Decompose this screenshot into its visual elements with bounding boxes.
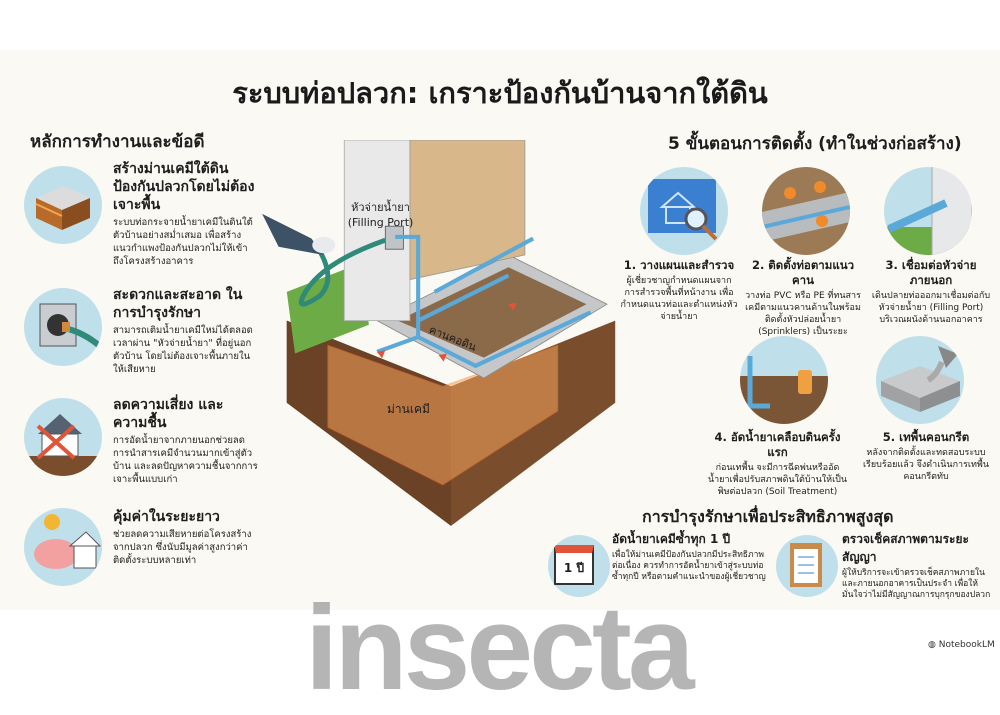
concrete-pour-icon: [876, 336, 964, 424]
benefit-title: คุ้มค่าในระยะยาว: [113, 509, 220, 525]
soil-layer-icon: [24, 166, 102, 244]
hose: [298, 237, 387, 307]
benefit-title: ลดความเสี่ยง และความชื้น: [113, 397, 224, 431]
notebooklm-logo-icon: ◍: [928, 640, 939, 650]
calendar-syringe-icon: 1 ปี: [548, 535, 610, 597]
step-title: 3. เชื่อมต่อหัวจ่ายภายนอก: [885, 258, 977, 287]
barrier-label: ม่านเคมี: [387, 402, 430, 416]
filling-port-label-text: หัวจ่ายน้ำยา: [351, 201, 410, 214]
benefit-text: ระบบท่อกระจายน้ำยาเคมีในดินใต้ตัวบ้านอย่…: [113, 217, 253, 267]
pipe-network: [376, 234, 592, 369]
spray-icon: [740, 336, 828, 424]
step-text: ก่อนเทพื้น จะมีการฉีดพ่นหรืออัดน้ำยาเพื่…: [707, 463, 848, 497]
maintenance-heading: การบำรุงรักษาเพื่อประสิทธิภาพสูงสุด: [642, 507, 894, 526]
piggy-bank-icon: [24, 508, 102, 586]
step-text: วางท่อ PVC หรือ PE ที่ทนสารเคมีตามแนวคาน…: [745, 291, 861, 337]
chemical-barrier: [327, 344, 559, 486]
step-title: 2. ติดตั้งท่อตามแนวคาน: [751, 258, 855, 287]
step-title: 5. เทพื้นคอนกรีต: [882, 430, 970, 444]
calendar-label: 1 ปี: [554, 545, 594, 585]
step-text: หลังจากติดตั้งและทดสอบระบบเรียบร้อยแล้ว …: [862, 448, 990, 482]
watermark: insecta: [305, 581, 695, 715]
benefit-title: สะดวกและสะอาด ในการบำรุงรักษา: [113, 287, 243, 321]
benefit-text: สามารถเติมน้ำยาเคมีใหม่ได้ตลอดเวลาผ่าน "…: [113, 325, 253, 375]
filling-port-icon: [24, 288, 102, 366]
termite-pipe-diagram: [262, 140, 616, 526]
filling-port-label-sub: (Filling Port): [347, 216, 414, 229]
blueprint-icon: [640, 167, 728, 255]
benefit-title: สร้างม่านเคมีใต้ดิน ป้องกันปลวกโดยไม่ต้อ…: [113, 161, 255, 213]
house-cross-icon: [24, 398, 102, 476]
credit-text: NotebookLM: [938, 640, 995, 650]
filling-port-label: หัวจ่ายน้ำยา (Filling Port): [343, 198, 418, 229]
clipboard-checklist-icon: [776, 535, 838, 597]
maintenance-title: อัดน้ำยาเคมีซ้ำทุก 1 ปี: [612, 532, 731, 546]
step-title: 4. อัดน้ำยาเคลือบดินครั้งแรก: [714, 430, 841, 459]
wall-pipe-icon: [884, 167, 972, 255]
maintenance-text: เพื่อให้ม่านเคมีป้องกันปลวกมีประสิทธิภาพ…: [612, 550, 766, 582]
step-text: เดินปลายท่อออกมาเชื่อมต่อกับหัวจ่ายน้ำยา…: [871, 291, 991, 325]
maintenance-title: ตรวจเช็คสภาพตามระยะสัญญา: [842, 532, 969, 564]
benefit-text: การอัดน้ำยาจากภายนอกช่วยลดการนำสารเคมีจำ…: [113, 435, 258, 485]
benefit-text: ช่วยลดความเสียหายต่อโครงสร้างจากปลวก ซึ่…: [113, 529, 252, 566]
step-title: 1. วางแผนและสำรวจ: [623, 258, 735, 272]
benefits-heading: หลักการทำงานและข้อดี: [30, 132, 205, 152]
steps-heading: 5 ขั้นตอนการติดตั้ง (ทำในช่วงก่อสร้าง): [668, 134, 962, 154]
page-title: ระบบท่อปลวก: เกราะป้องกันบ้านจากใต้ดิน: [232, 76, 768, 110]
maintenance-text: ผู้ให้บริการจะเข้าตรวจเช็คสภาพภายในและภา…: [842, 568, 991, 600]
workers-icon: [762, 167, 850, 255]
step-text: ผู้เชี่ยวชาญกำหนดแผนจากการสำรวจพื้นที่หน…: [620, 276, 738, 322]
notebooklm-credit: ◍ NotebookLM: [928, 640, 995, 650]
